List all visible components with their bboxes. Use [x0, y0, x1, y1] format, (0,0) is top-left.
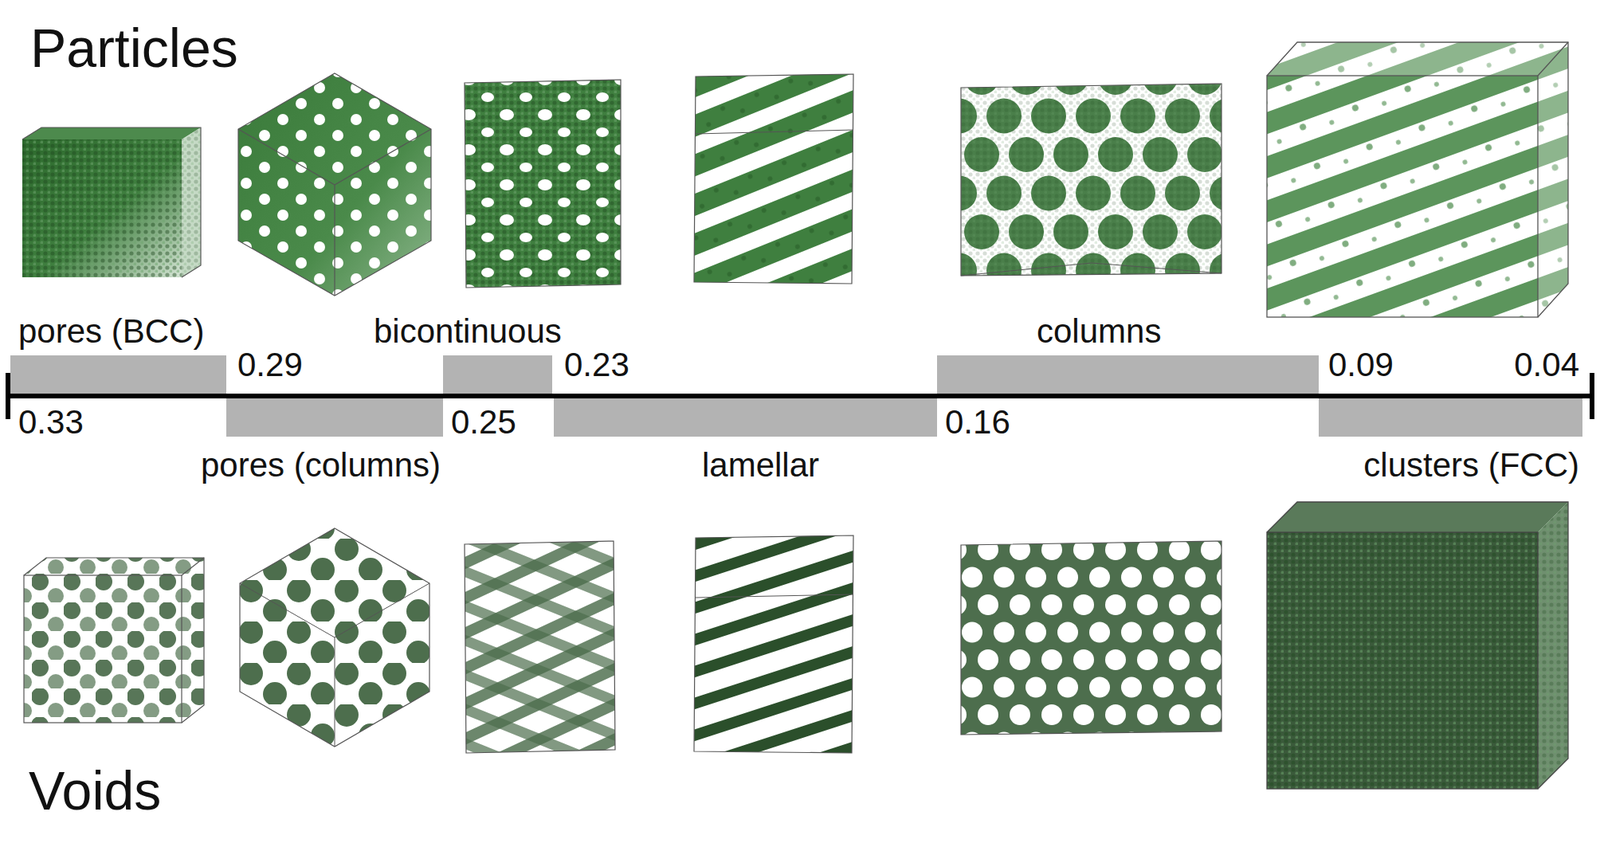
- boundary-value: 0.16: [945, 405, 1011, 440]
- voids-lamellar: [694, 535, 854, 753]
- boundary-value: 0.33: [18, 405, 84, 440]
- particles-lamellar: [694, 74, 854, 284]
- boundary-value: 0.29: [237, 348, 303, 382]
- particles-bcc-cube: [22, 127, 201, 278]
- particles-columns: [960, 83, 1222, 276]
- particles-bicontinuous: [464, 79, 621, 288]
- boundary-value: 0.25: [450, 405, 517, 440]
- particles-pores-columns: [238, 73, 432, 296]
- phase-band: lamellar: [553, 398, 938, 437]
- voids-bcc: [23, 557, 204, 723]
- phase-name: pores (BCC): [18, 314, 204, 349]
- phase-band: columns: [937, 355, 1319, 394]
- phase-band: bicontinuous: [443, 355, 553, 394]
- phase-name: lamellar: [701, 448, 820, 483]
- boundary-value: 0.23: [564, 348, 630, 382]
- voids-columns: [960, 541, 1222, 735]
- boundary-value: 0.04: [1513, 348, 1580, 382]
- phase-band: clusters (FCC): [1318, 398, 1583, 437]
- boundary-value: 0.09: [1328, 348, 1394, 382]
- phase-band: pores (columns): [226, 398, 444, 437]
- voids-bicontinuous: [464, 541, 616, 753]
- phase-name: columns: [1036, 314, 1161, 349]
- voids-pores-columns: [239, 528, 430, 747]
- phase-band: pores (BCC): [10, 355, 227, 394]
- phase-name: pores (columns): [200, 448, 441, 483]
- phase-name: bicontinuous: [373, 314, 562, 349]
- phase-name: clusters (FCC): [1363, 448, 1580, 483]
- row-heading: Particles: [30, 20, 239, 75]
- row-heading: Voids: [28, 763, 161, 818]
- particles-fcc-clusters: [1266, 42, 1569, 318]
- voids-fcc: [1266, 501, 1569, 789]
